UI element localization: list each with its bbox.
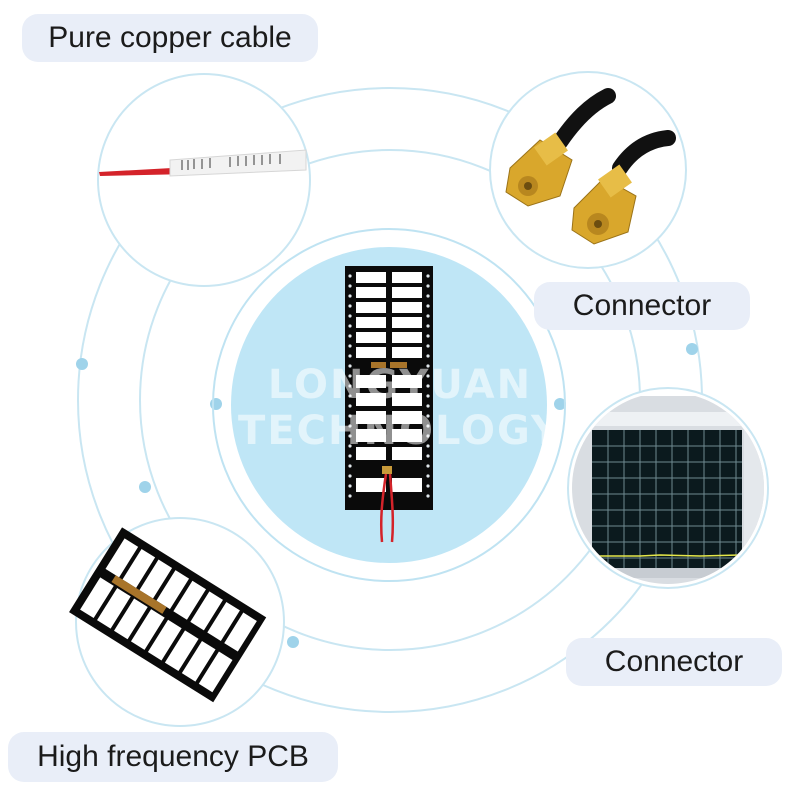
cable-marking: [181, 154, 281, 170]
network-analyzer-photo: [567, 387, 769, 589]
analyzer-grid: [592, 430, 742, 568]
cable-circle: [97, 73, 311, 287]
brass-connector-2: [571, 164, 637, 245]
pcb-photo: [69, 517, 285, 727]
black-cable-2: [612, 130, 676, 176]
sma-connector-photo: [489, 71, 687, 269]
orbit-dot: [76, 358, 88, 370]
antenna-pcb-photo: [345, 266, 433, 543]
analyzer-statusbar: [592, 568, 742, 578]
brass-connector-1: [505, 132, 573, 207]
label-connector-top: Connector: [534, 282, 750, 330]
orbit-dot: [287, 636, 299, 648]
analyzer-menubar: [590, 412, 750, 426]
orbit-dot: [686, 343, 698, 355]
tilted-pcb: [69, 527, 267, 703]
label-pure-copper-cable: Pure copper cable: [22, 14, 318, 62]
black-cable-1: [552, 88, 616, 150]
cable-wire: [99, 167, 190, 176]
analyzer-trace: [594, 554, 741, 557]
orbit-dot: [139, 481, 151, 493]
center-feature: [212, 228, 566, 582]
pcb-holes-left: [348, 274, 352, 498]
label-high-frequency-pcb: High frequency PCB: [8, 732, 338, 782]
orbit-dot: [554, 398, 566, 410]
pcb-cells: [356, 272, 422, 492]
pcb-solder-joint: [382, 466, 392, 474]
pcb-holes-right: [426, 274, 430, 498]
watermark-text: LONGYUAN TECHNOLOGY: [238, 362, 562, 454]
connector-circle: [489, 71, 687, 269]
label-connector-bottom: Connector: [566, 638, 782, 686]
red-cable: [379, 473, 395, 543]
cable-photo: [97, 73, 311, 287]
pcb-feed-line: [386, 362, 390, 472]
center-ring: [212, 228, 566, 582]
analyzer-screen: [592, 430, 742, 568]
orbit-dots: [76, 343, 698, 648]
